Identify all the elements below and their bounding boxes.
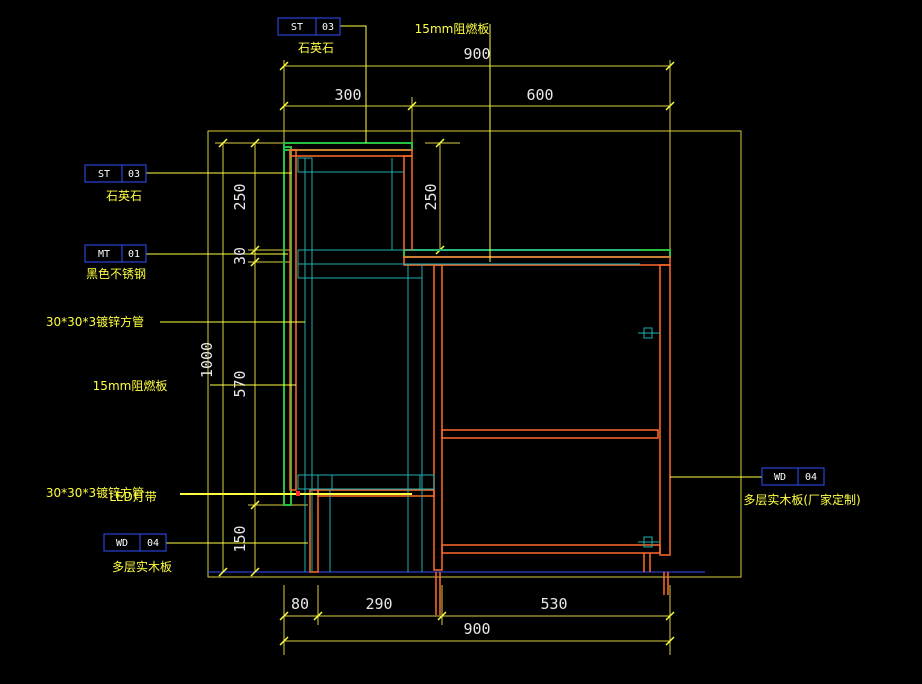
tag-st03-left: ST 03 石英石 [84,164,147,203]
label-steel-tube-2: 30*30*3镀锌方管 [46,485,144,500]
tag-num: 01 [128,249,140,260]
tag-desc: 石英石 [106,189,142,203]
tag-num: 03 [322,22,334,33]
dim-top-right: 600 [526,86,553,104]
dim-left-total: 1000 [198,342,216,378]
tag-num: 03 [128,169,140,180]
dim-left-30: 30 [231,247,249,265]
label-fire-board-top: 15mm阻燃板 [415,21,490,36]
tag-wd04-right: WD 04 多层实木板(厂家定制) [743,467,861,507]
stone-top-lower [403,249,671,258]
tag-code: WD [774,472,786,483]
tag-st03-top: ST 03 石英石 [277,17,341,55]
dimension-lines [208,60,705,655]
dim-left-150: 150 [231,525,249,552]
tag-desc: 黑色不锈钢 [86,267,146,281]
tag-desc: 多层实木板(厂家定制) [743,492,860,507]
dim-bottom-total: 900 [463,620,490,638]
stone-top-upper [283,142,413,151]
front-panel-green [283,146,292,506]
dim-top-left: 300 [334,86,361,104]
tag-code: MT [98,249,110,260]
tag-num: 04 [805,472,817,483]
tag-mt01: MT 01 黑色不锈钢 [84,244,147,281]
tag-desc: 多层实木板 [112,559,172,574]
tag-code: WD [116,538,128,549]
tag-desc: 石英石 [298,41,334,55]
tag-code: ST [98,169,110,180]
tag-wd04-left: WD 04 多层实木板 [103,533,172,574]
wood-panels [289,149,671,615]
led-strip-marker [296,491,300,496]
drawing-frame [207,130,742,578]
dim-top-total: 900 [463,45,490,63]
dim-bottom-290: 290 [365,595,392,613]
dim-bottom-80: 80 [291,595,309,613]
label-steel-tube-1: 30*30*3镀锌方管 [46,314,144,329]
dim-bottom-530: 530 [540,595,567,613]
dimension-ticks [218,61,675,646]
tag-num: 04 [147,538,159,549]
label-led-strip: LED灯带 [109,490,157,504]
steel-frame [297,157,640,572]
hinge-icon [638,327,660,548]
dim-inner-250: 250 [422,183,440,210]
label-fire-board-left: 15mm阻燃板 [93,378,168,393]
dim-left-570: 570 [231,370,249,397]
tag-code: ST [291,22,303,33]
dim-left-250: 250 [231,183,249,210]
